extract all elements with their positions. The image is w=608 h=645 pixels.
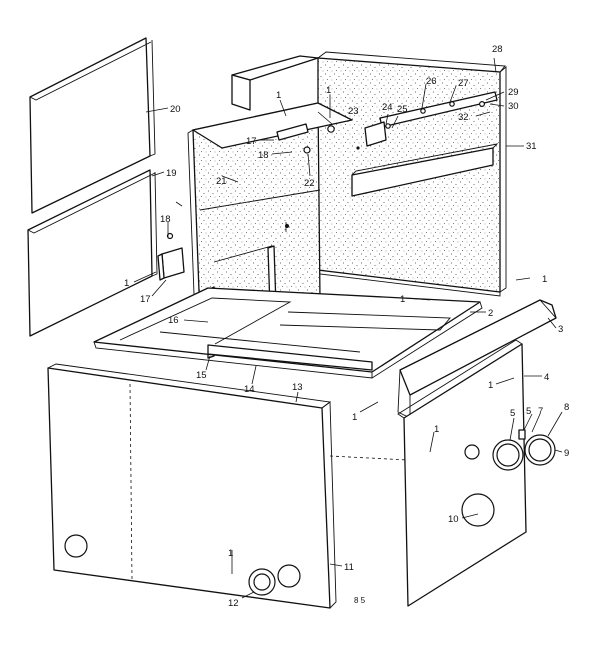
callout-24: 24 [382,102,393,113]
nut-icon [303,146,311,154]
callout-1-panel: 1 [434,424,439,435]
callout-28: 28 [492,44,503,55]
callout-27: 27 [458,78,469,89]
callout-3: 3 [558,324,563,335]
screw-arrows [133,95,531,574]
callout-2: 2 [488,308,493,319]
callout-7: 7 [538,406,543,417]
grommet-ring-inner [253,573,271,591]
callout-1-mid: 1 [400,294,405,305]
panel-opening-inner [496,443,520,467]
screw-icon [449,101,455,107]
callout-22: 22 [304,178,315,189]
callout-19: 19 [166,168,177,179]
top-rim-strip [231,55,319,111]
callout-18-left: 18 [160,214,171,225]
callout-11: 11 [344,562,354,573]
callout-5-a: 5 [510,408,515,419]
callout-17-left: 17 [140,294,151,305]
callout-10: 10 [448,514,459,525]
callout-31: 31 [526,141,537,152]
page-mark: 8 5 [354,596,366,605]
cover-plate [276,123,309,141]
front-panel [47,363,337,609]
screw-icon [420,108,426,114]
callout-5-b: 5 [526,406,531,417]
callout-9: 9 [564,448,569,459]
callout-21: 21 [216,176,227,187]
callout-23: 23 [348,106,359,117]
callout-13: 13 [292,382,303,393]
callout-1-top-b: 1 [326,85,331,96]
callout-29: 29 [508,87,519,98]
callout-12: 12 [228,598,239,609]
callout-16: 16 [168,315,179,326]
front-panel-opening [64,534,88,558]
bushing-ring-inner [528,438,552,462]
leader-lines [145,57,563,599]
callout-25: 25 [397,104,408,115]
callout-1-right: 1 [542,274,547,285]
callout-4: 4 [544,372,549,383]
rear-bracket [351,143,499,197]
callout-20: 20 [170,104,181,115]
base-frame [93,287,483,379]
callout-14: 14 [244,384,255,395]
clip-icon [518,429,526,440]
clip-bracket [364,121,391,147]
small-hardware [285,125,360,228]
callout-17-top: 17 [246,136,257,147]
callout-1-front: 1 [352,412,357,423]
panel-opening-large [461,493,495,527]
front-rail [207,344,373,371]
callout-1-bottom: 1 [228,548,233,559]
callout-26: 26 [426,76,437,87]
bushing-assembly [518,429,556,466]
callout-1-top-a: 1 [276,90,281,101]
mounting-bracket [157,232,185,281]
screw-icon [166,232,174,240]
callout-1-side: 1 [488,380,493,391]
callout-30: 30 [508,101,519,112]
callout-labels: 20 19 18 1 17 16 15 14 13 21 17 18 1 1 2… [124,44,569,609]
callout-32: 32 [458,112,469,123]
nut-icon [327,125,335,133]
callout-1-left: 1 [124,278,129,289]
right-side-panel [397,339,527,607]
callout-18-top: 18 [258,150,269,161]
side-panel-upper [29,37,156,214]
callout-8: 8 [564,402,569,413]
callout-15: 15 [196,370,207,381]
panel-opening-small [464,444,480,460]
screw-icon [385,123,391,129]
front-panel-opening-2 [277,564,301,588]
side-panel-lower [27,169,158,337]
screw-icon [479,100,486,107]
